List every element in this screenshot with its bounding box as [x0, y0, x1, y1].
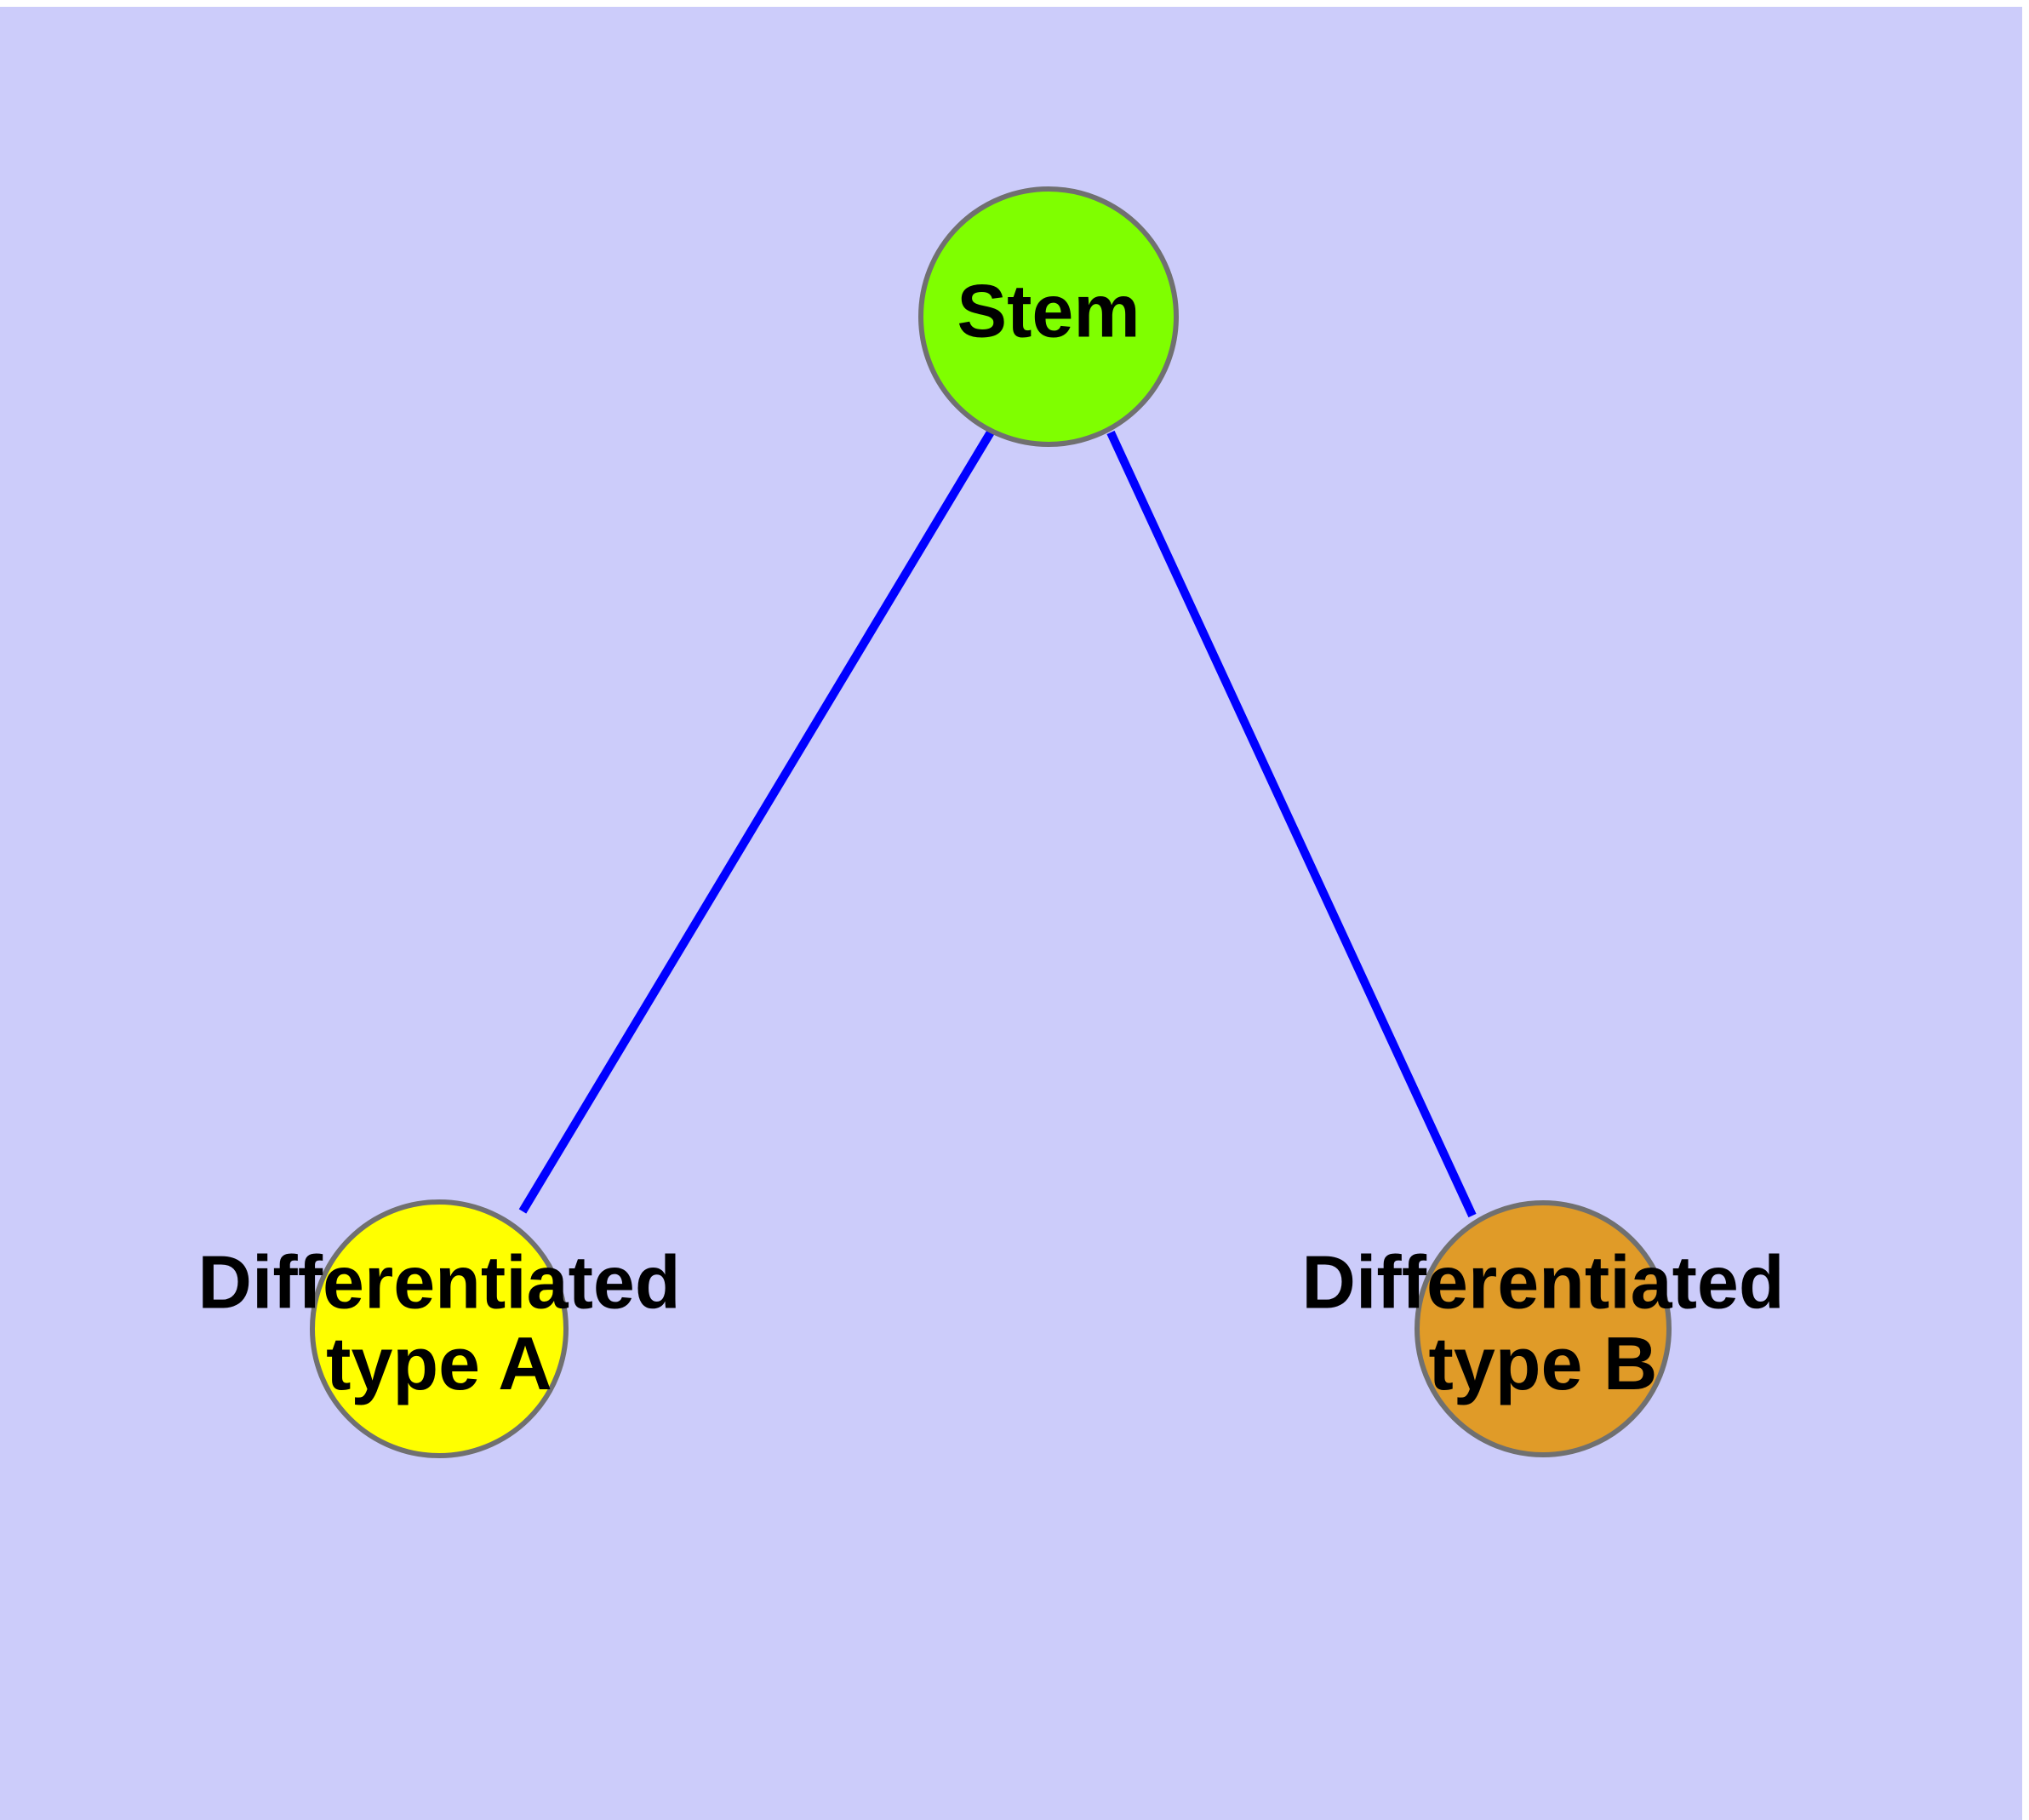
- nodes-group: [310, 186, 1672, 1458]
- node-label-diff-a-line2: type A: [326, 1321, 552, 1405]
- node-label-diff-a-line1: Differentiated: [197, 1240, 680, 1325]
- node-label-diff-b-line1: Differentiated: [1301, 1240, 1784, 1325]
- node-circle-diff-b[interactable]: [1415, 1200, 1672, 1457]
- node-label-stem-line1: Stem: [957, 268, 1140, 352]
- node-stem[interactable]: [918, 186, 1179, 447]
- edge-stem-to-diff-b[interactable]: [1106, 430, 1477, 1218]
- node-circle-diff-a[interactable]: [310, 1199, 569, 1458]
- edge-stem-to-diff-a[interactable]: [518, 428, 996, 1214]
- labels-group: Differentiated type A Differentiated typ…: [197, 268, 1784, 1405]
- node-circle-stem[interactable]: [918, 186, 1179, 447]
- edges-group: [518, 428, 1477, 1218]
- node-diff-b[interactable]: [1415, 1200, 1672, 1457]
- node-label-diff-b-line2: type B: [1429, 1321, 1658, 1405]
- node-diff-a[interactable]: [310, 1199, 569, 1458]
